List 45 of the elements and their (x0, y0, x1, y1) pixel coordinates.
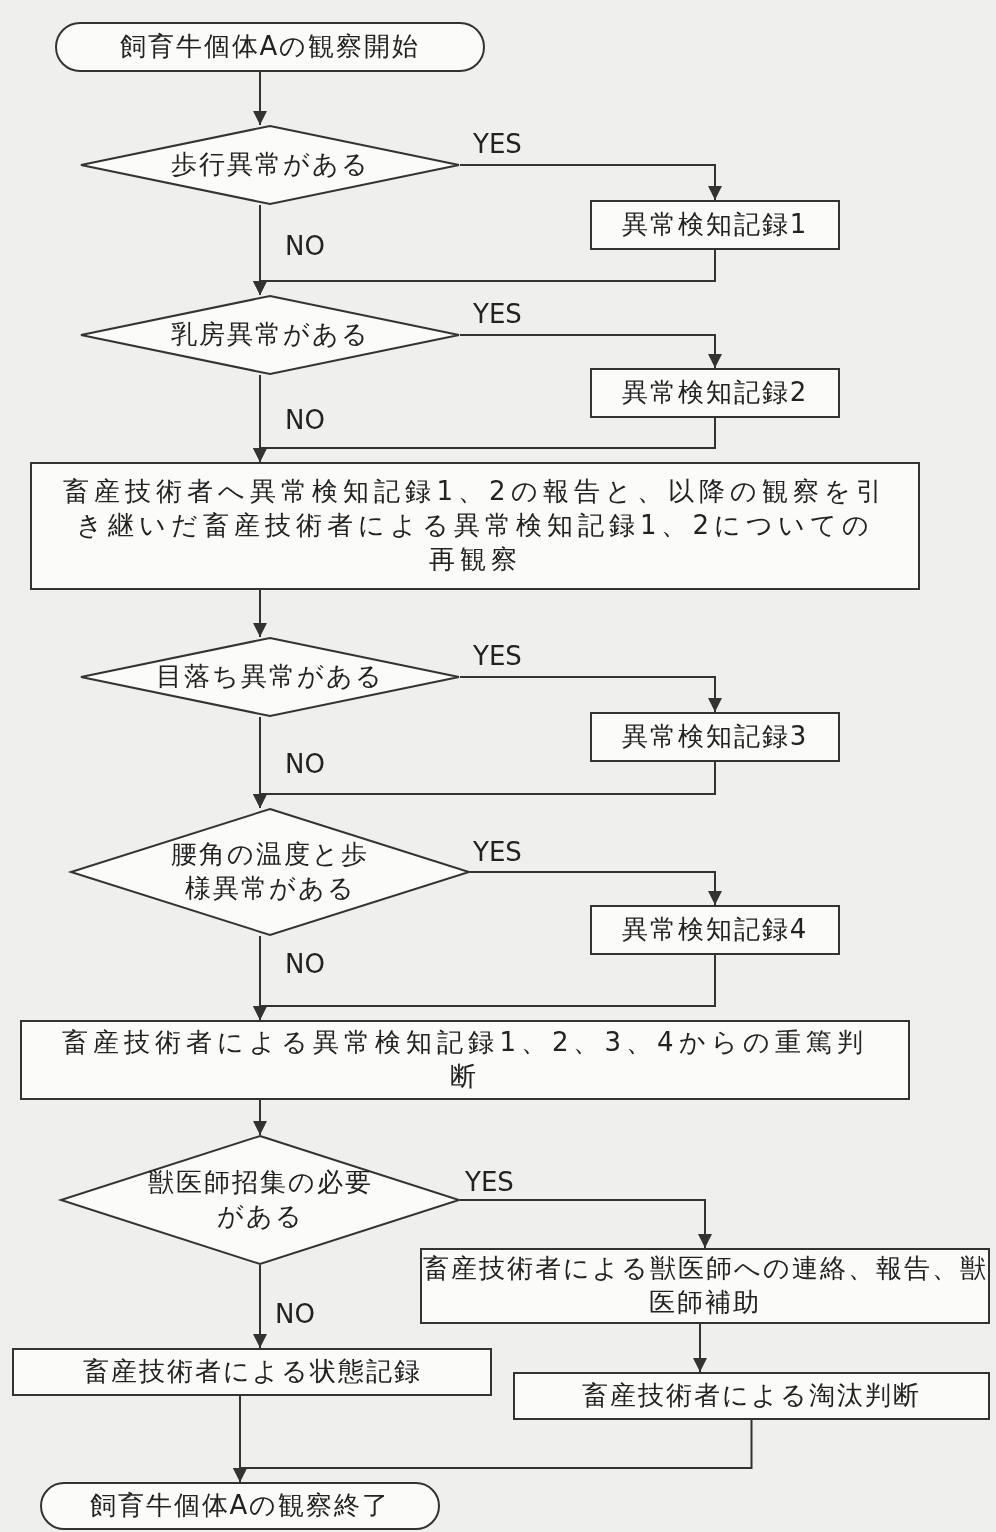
node-text: 獣医師招集の必要がある (146, 1166, 374, 1233)
arrow (253, 954, 716, 1021)
node-text: 畜産技術者による獣医師への連絡、報告、獣医師補助 (422, 1252, 988, 1319)
node-text: 腰角の温度と歩様異常がある (170, 838, 370, 905)
arrow (253, 417, 716, 463)
arrow (459, 164, 722, 201)
arrow (469, 871, 722, 906)
decision-diamond (80, 295, 460, 375)
arrow (253, 589, 267, 638)
process-box (30, 462, 920, 590)
arrow (459, 676, 722, 713)
process-box (20, 1020, 910, 1100)
node-text: 畜産技術者による異常検知記録1、2、3、4からの重篤判断 (61, 1026, 869, 1093)
arrow (459, 1199, 712, 1249)
terminal-box (40, 1482, 440, 1530)
node-text: 飼育牛個体Aの観察開始 (119, 30, 421, 64)
arrow (253, 249, 716, 296)
process-box (12, 1348, 492, 1396)
node-text: 畜産技術者による状態記録 (82, 1355, 422, 1389)
process-box (590, 368, 840, 418)
node-text: 畜産技術者へ異常検知記録1、2の報告と、以降の観察を引き継いだ畜産技術者による異常検知記録1、2についての再観察 (62, 475, 888, 576)
decision-diamond (80, 637, 460, 717)
arrow (459, 334, 722, 369)
node-text: 歩行異常がある (169, 148, 371, 182)
node-text: 目落ち異常がある (155, 660, 385, 694)
decision-diamond (80, 125, 460, 205)
decision-diamond (70, 808, 470, 936)
process-box (590, 905, 840, 955)
arrow (253, 761, 716, 809)
arrow (253, 71, 267, 126)
arrow (253, 1099, 267, 1136)
node-text: 異常検知記録2 (621, 376, 809, 410)
process-box (590, 712, 840, 762)
process-box (513, 1372, 990, 1420)
arrow (693, 1323, 707, 1373)
node-text: 異常検知記録1 (621, 208, 809, 242)
node-text: 飼育牛個体Aの観察終了 (89, 1489, 391, 1523)
node-text: 畜産技術者による淘汰判断 (582, 1379, 921, 1413)
process-box (590, 200, 840, 250)
node-text: 異常検知記録3 (621, 720, 809, 754)
arrow (253, 1264, 267, 1349)
node-text: 乳房異常がある (169, 318, 371, 352)
node-text: 異常検知記録4 (621, 913, 809, 947)
terminal-box (55, 22, 485, 72)
arrow (233, 1419, 753, 1483)
